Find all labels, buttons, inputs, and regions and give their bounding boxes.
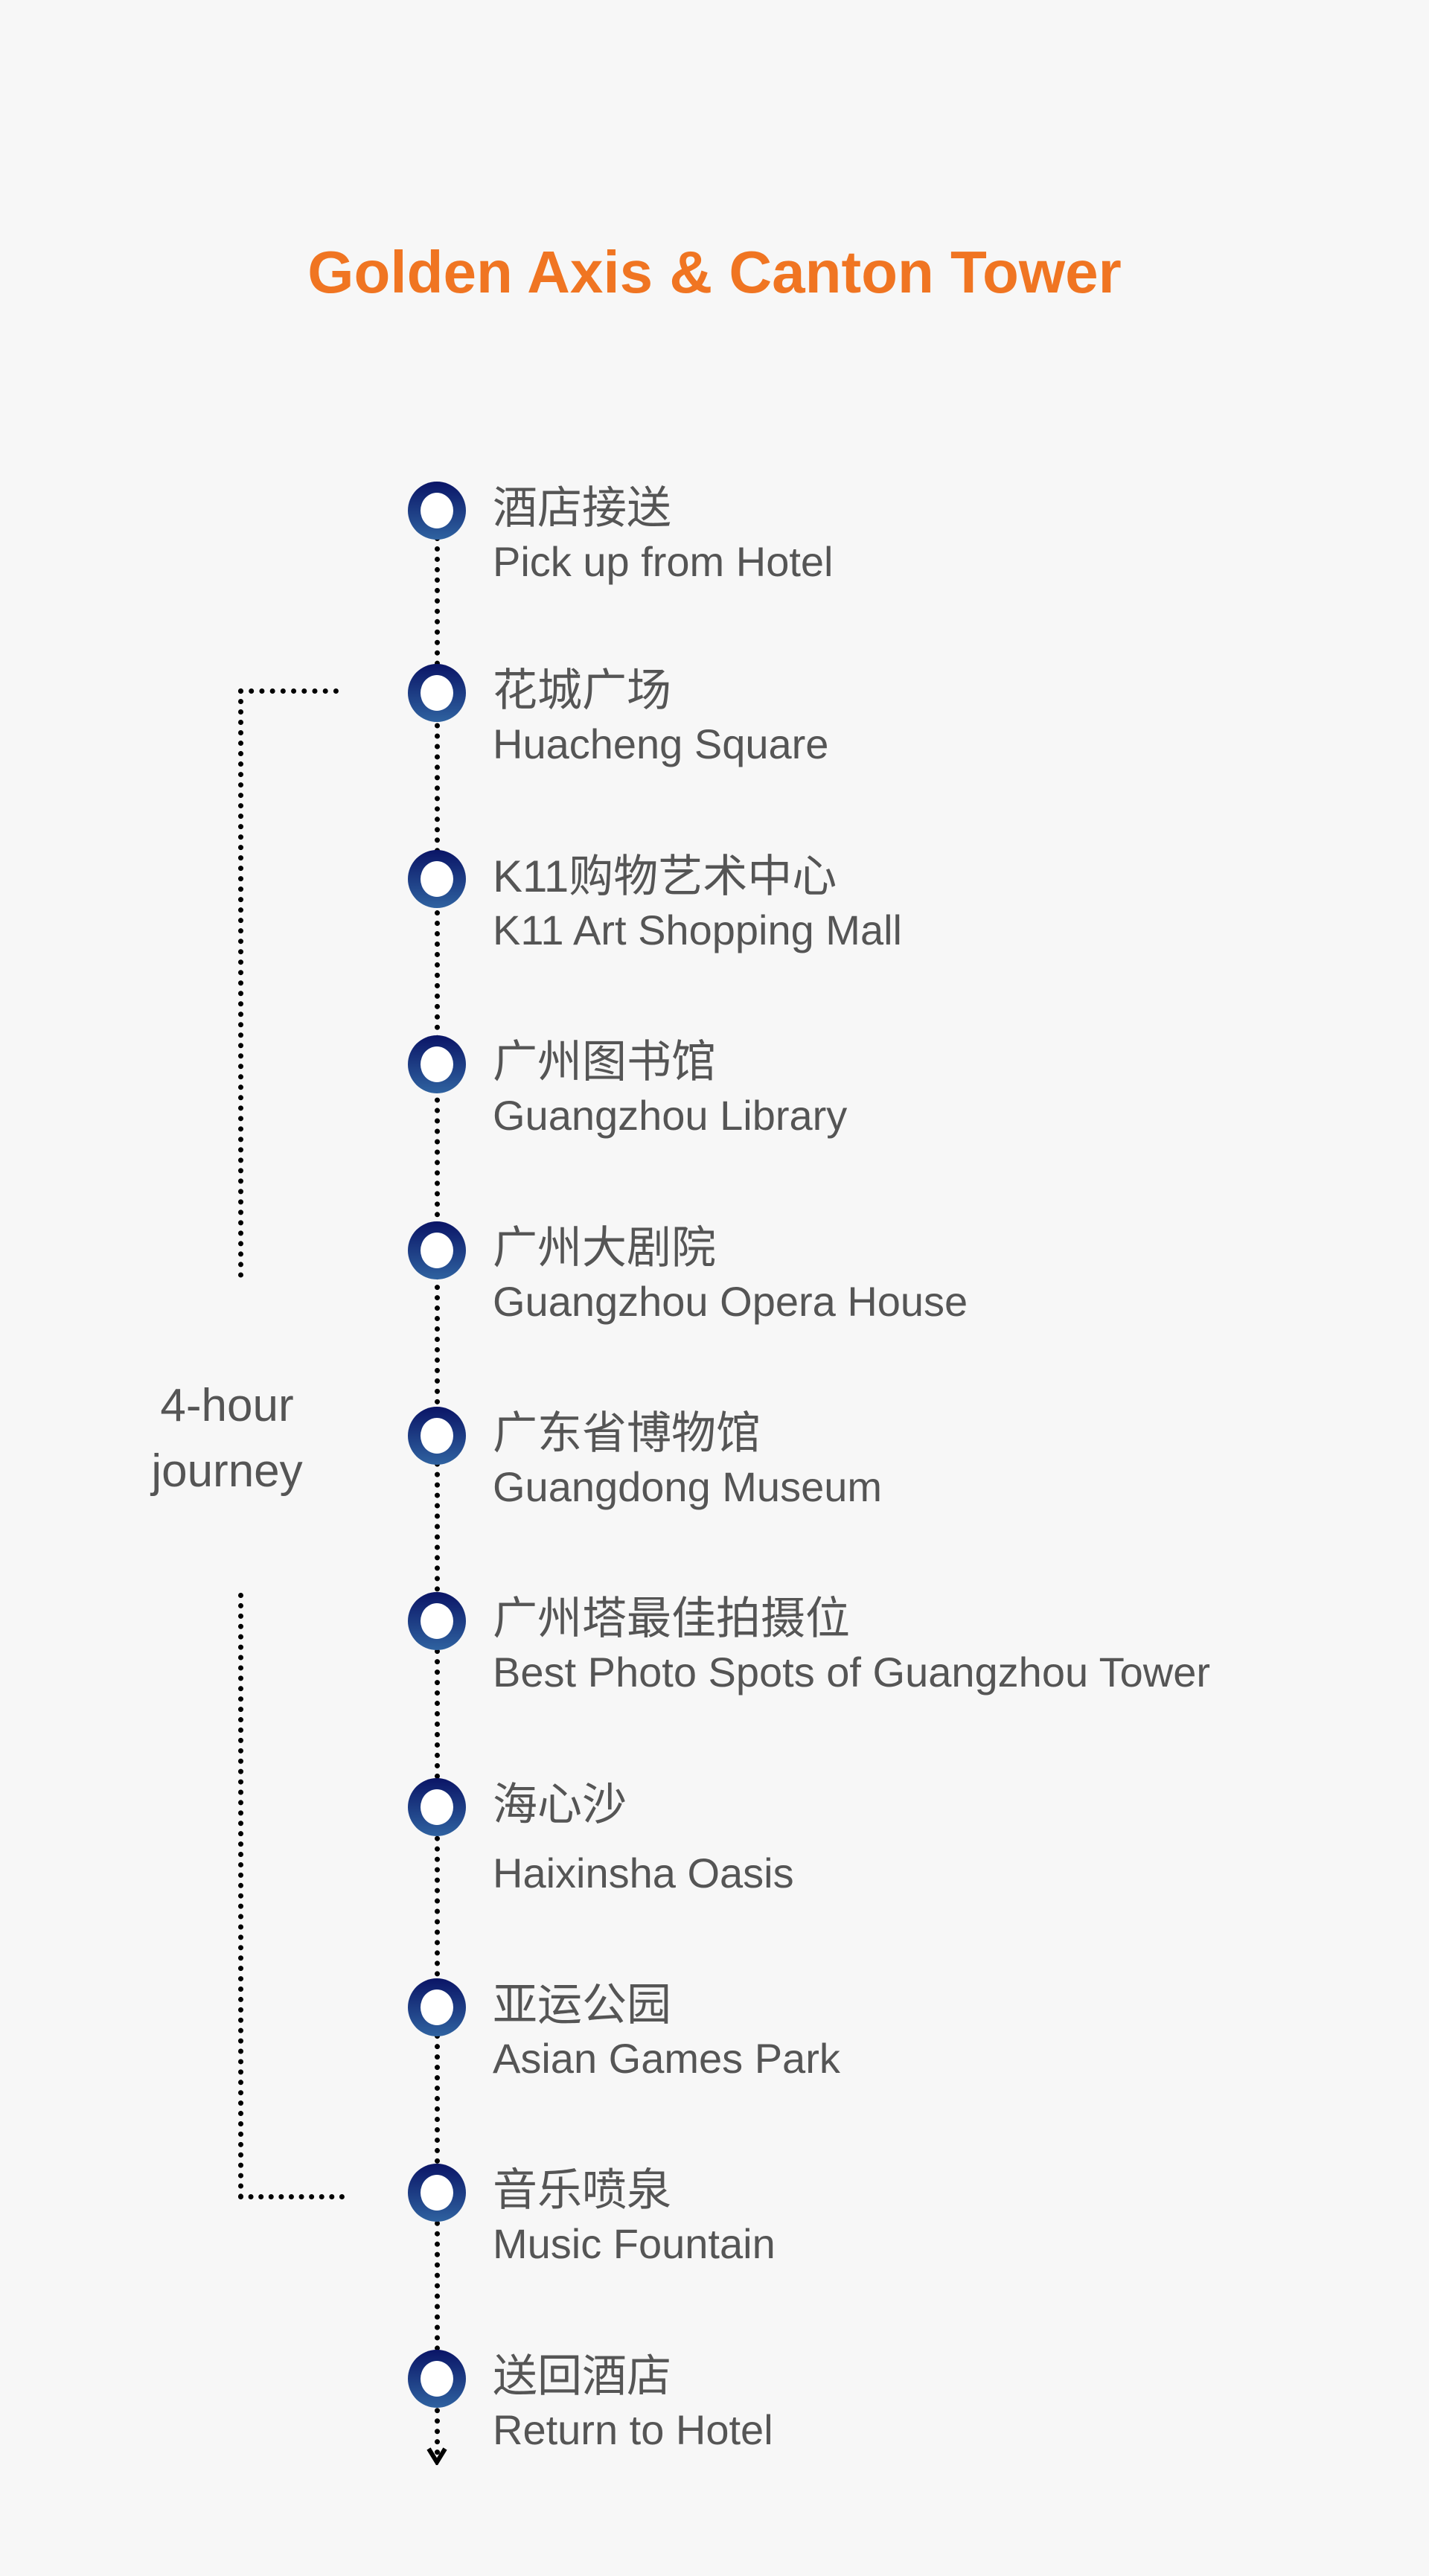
timeline-stop: 亚运公园 Asian Games Park [408,1978,1375,2080]
stop-marker-icon [408,1778,466,1836]
stop-name-zh: 广东省博物馆 [493,1408,761,1458]
duration-bracket-bottom [238,1593,345,2199]
stop-name-en: Guangzhou Library [493,1092,848,1139]
stop-name-zh: 送回酒店 [493,2351,671,2401]
stop-name-en: Huacheng Square [493,720,829,767]
stop-marker-icon [408,1978,466,2036]
stop-name-en: Return to Hotel [493,2406,773,2453]
stop-name-zh: 音乐喷泉 [493,2165,671,2215]
stop-name-en: Best Photo Spots of Guangzhou Tower [493,1649,1211,1696]
stop-name-en: Pick up from Hotel [493,538,834,585]
timeline-line [435,536,440,2456]
duration-line2: journey [151,1445,303,1497]
stop-name-zh: 酒店接送 [493,483,671,533]
stop-marker-icon [408,1221,466,1279]
stop-marker-icon [408,2350,466,2408]
stop-name-zh: 广州大剧院 [493,1223,716,1273]
page-title: Golden Axis & Canton Tower [307,239,1122,305]
timeline-stop: 广东省博物馆 Guangdong Museum [408,1407,1375,1508]
duration-line1: 4-hour [160,1380,294,1431]
stop-marker-icon [408,664,466,722]
timeline-stop: 音乐喷泉 Music Fountain [408,2164,1375,2265]
stop-marker-icon [408,1035,466,1093]
stop-marker-icon [408,2164,466,2222]
timeline-stop: 广州图书馆 Guangzhou Library [408,1035,1375,1137]
stop-name-zh: 亚运公园 [493,1980,671,2030]
stop-marker-icon [408,850,466,908]
duration-label: 4-hour journey [119,1373,335,1504]
stop-marker-icon [408,1592,466,1650]
arrow-down-icon [426,2447,447,2465]
timeline-stop: K11购物艺术中心 K11 Art Shopping Mall [408,850,1375,951]
timeline-stop: 花城广场 Huacheng Square [408,664,1375,765]
stop-marker-icon [408,482,466,540]
stop-name-en: Asian Games Park [493,2035,840,2082]
stop-name-en: Music Fountain [493,2220,776,2267]
stop-name-en: Haixinsha Oasis [493,1850,794,1896]
timeline-stop: 海心沙 Haixinsha Oasis [408,1778,1375,1894]
stop-name-zh: 广州图书馆 [493,1037,716,1087]
timeline-stop: 酒店接送 Pick up from Hotel [408,482,1375,583]
stop-name-en: Guangdong Museum [493,1463,883,1510]
stop-name-zh: 广州塔最佳拍摄位 [493,1594,850,1643]
stop-marker-icon [408,1407,466,1465]
timeline-stop: 送回酒店 Return to Hotel [408,2350,1375,2451]
stop-name-en: K11 Art Shopping Mall [493,907,902,953]
stop-name-zh: 花城广场 [493,665,671,715]
timeline-stop: 广州大剧院 Guangzhou Opera House [408,1221,1375,1323]
duration-bracket-top [238,688,339,1278]
stop-name-zh: K11购物艺术中心 [493,851,837,901]
timeline-stop: 广州塔最佳拍摄位 Best Photo Spots of Guangzhou T… [408,1592,1375,1693]
stop-name-en: Guangzhou Opera House [493,1278,968,1325]
stop-name-zh: 海心沙 [493,1780,627,1829]
